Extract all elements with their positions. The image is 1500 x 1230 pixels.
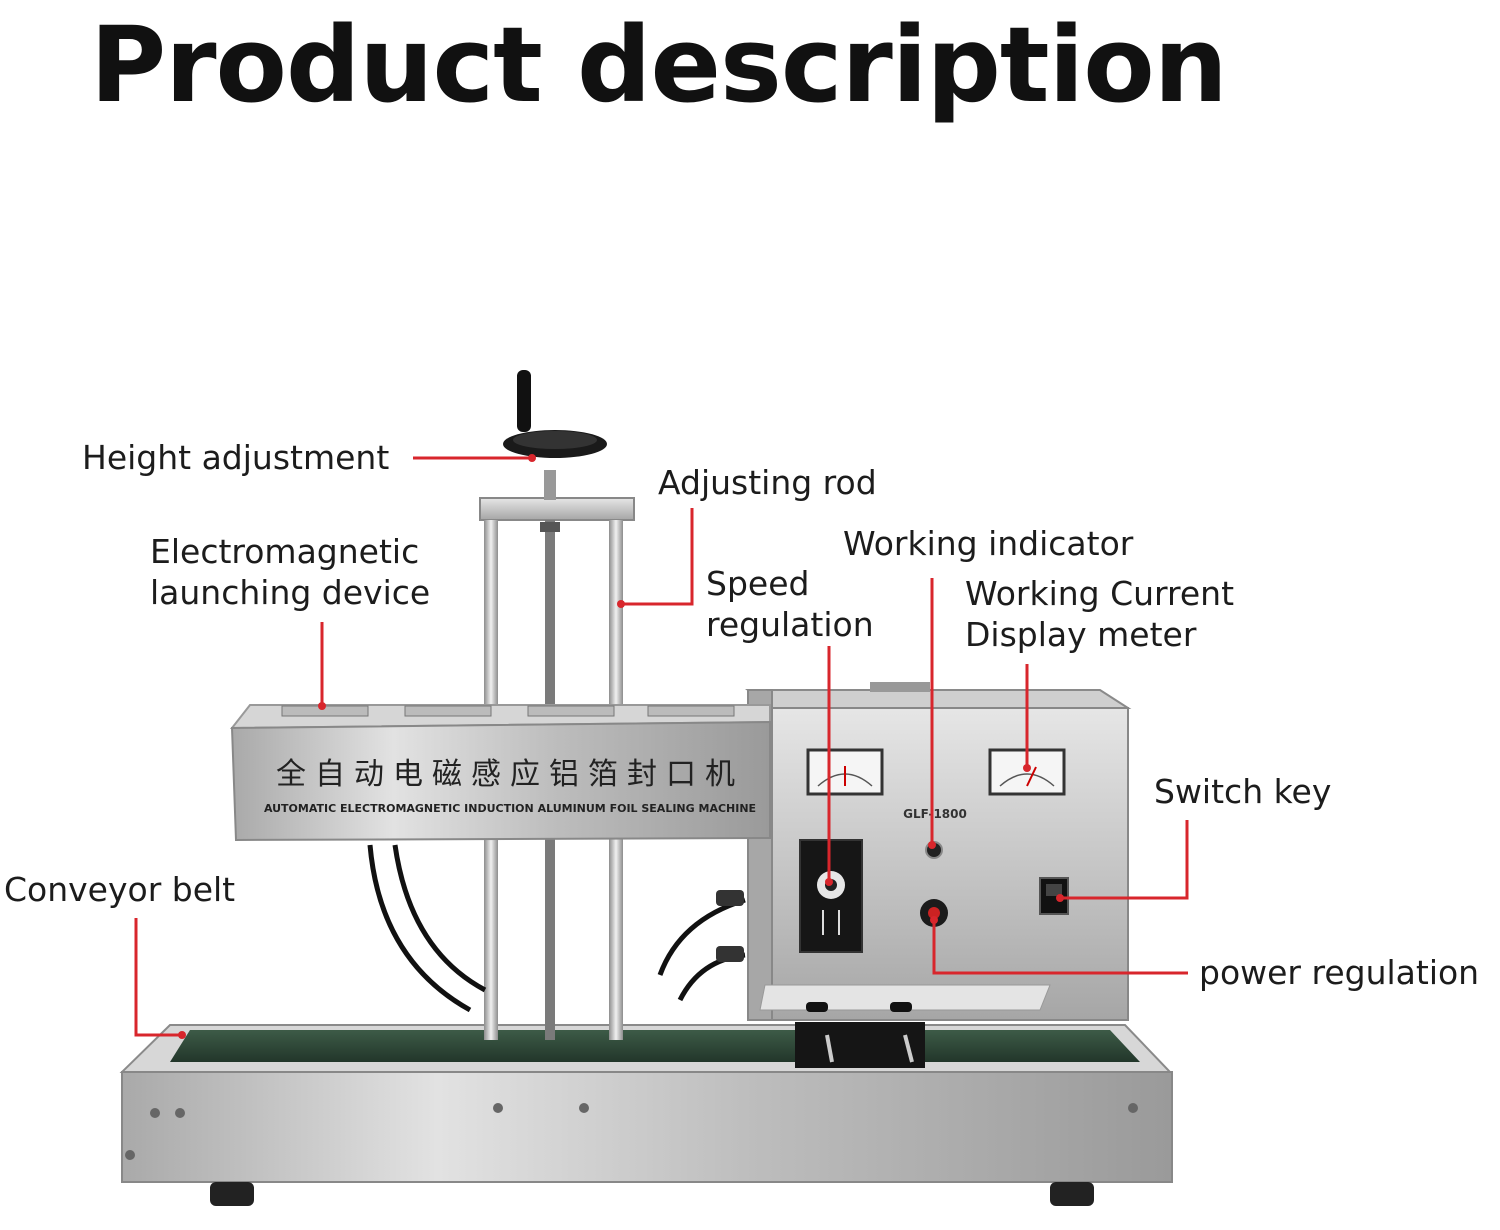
model-number: GLF-1800 [903,807,967,821]
label-conveyor-belt: Conveyor belt [4,870,236,909]
sensor-head: 全自动电磁感应铝箔封口机 AUTOMATIC ELECTROMAGNETIC I… [229,704,771,842]
leader-lines [134,454,1189,1039]
machine-en-name: AUTOMATIC ELECTROMAGNETIC INDUCTION ALUM… [264,802,756,815]
label-current-line2: Display meter [965,615,1197,654]
label-speed-line1: Speed [706,564,810,603]
label-adjusting-rod: Adjusting rod [658,463,877,502]
label-working-indicator: Working indicator [843,524,1134,563]
control-cabinet: GLF-1800 [745,682,1132,1021]
label-electromagnetic-line1: Electromagnetic [150,532,420,571]
cables [367,844,746,1013]
label-electromagnetic-line2: launching device [150,573,431,612]
page-title: Product description [90,4,1228,126]
guide-block [759,984,1051,1068]
label-power-regulation: power regulation [1199,953,1480,992]
label-speed-line2: regulation [706,605,874,644]
machine-cn-name: 全自动电磁感应铝箔封口机 [276,757,744,792]
machine-base [119,1024,1173,1206]
label-switch-key: Switch key [1154,772,1332,811]
label-height-adjustment: Height adjustment [82,438,390,477]
label-current-line1: Working Current [965,574,1235,613]
